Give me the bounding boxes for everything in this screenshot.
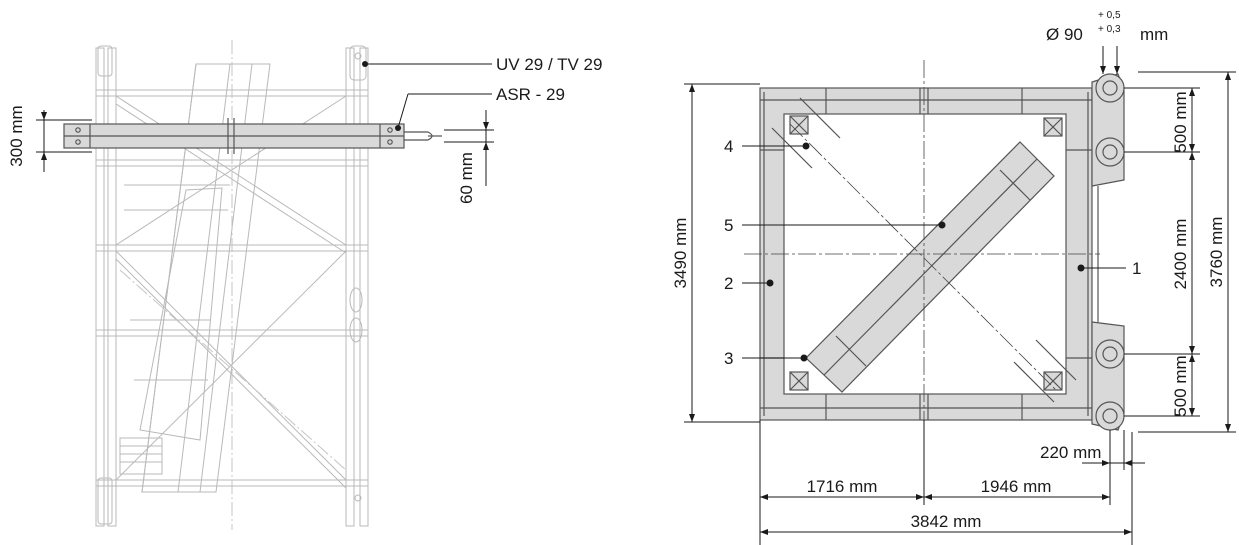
- dim-bottom-chain: 1716 mm 1946 mm 3842 mm 220 mm: [759, 420, 1145, 545]
- dim-2400-label: 2400 mm: [1171, 219, 1190, 290]
- dim-1946-label: 1946 mm: [981, 477, 1052, 496]
- dim-60: 60 mm: [444, 110, 494, 204]
- tolerance-upper: + 0,5: [1098, 10, 1121, 21]
- mast-frame-ghost: [95, 40, 369, 530]
- dim-220-label: 220 mm: [1040, 443, 1101, 462]
- dim-3760-label: 3760 mm: [1207, 217, 1226, 288]
- dim-500-bottom-label: 500 mm: [1171, 355, 1190, 416]
- dim-3760: 3760 mm: [1138, 71, 1236, 433]
- dim-1716-label: 1716 mm: [807, 477, 878, 496]
- side-connector: [1091, 73, 1125, 431]
- dim-3842-label: 3842 mm: [911, 512, 982, 531]
- dim-500-top-label: 500 mm: [1171, 91, 1190, 152]
- dim-300-label: 300 mm: [7, 105, 26, 166]
- asr29-leader: [397, 93, 409, 129]
- center-line-diagonal: [789, 123, 1057, 391]
- asr29-beam: [63, 61, 442, 154]
- callout-1: 1: [1132, 259, 1141, 278]
- diameter-label: Ø 90: [1046, 25, 1083, 44]
- callouts: 1 2 3 4 5: [724, 137, 1141, 368]
- callout-4: 4: [724, 137, 733, 156]
- asr29-label: ASR - 29: [496, 85, 565, 104]
- corner-brackets: [771, 97, 1077, 403]
- diagonal-brace: [805, 141, 1055, 393]
- diameter-unit: mm: [1140, 25, 1168, 44]
- dim-3490: 3490 mm: [671, 83, 760, 423]
- callout-5: 5: [724, 216, 733, 235]
- callout-2: 2: [724, 274, 733, 293]
- dim-60-label: 60 mm: [457, 152, 476, 204]
- callout-3: 3: [724, 349, 733, 368]
- dim-300: 300 mm: [7, 105, 92, 172]
- uv29-label: UV 29 / TV 29: [496, 55, 602, 74]
- diameter-callout: Ø 90 + 0,5 + 0,3 mm: [1046, 10, 1168, 74]
- tolerance-lower: + 0,3: [1098, 24, 1121, 35]
- dim-3490-label: 3490 mm: [671, 218, 690, 289]
- left-side-view: UV 29 / TV 29 ASR - 29 300 mm 60 mm: [7, 40, 602, 530]
- right-plan-view: 1 2 3 4 5 Ø 90 + 0,5 + 0,3 mm: [671, 10, 1236, 545]
- dim-right-chain: 500 mm 2400 mm 500 mm: [1124, 87, 1200, 417]
